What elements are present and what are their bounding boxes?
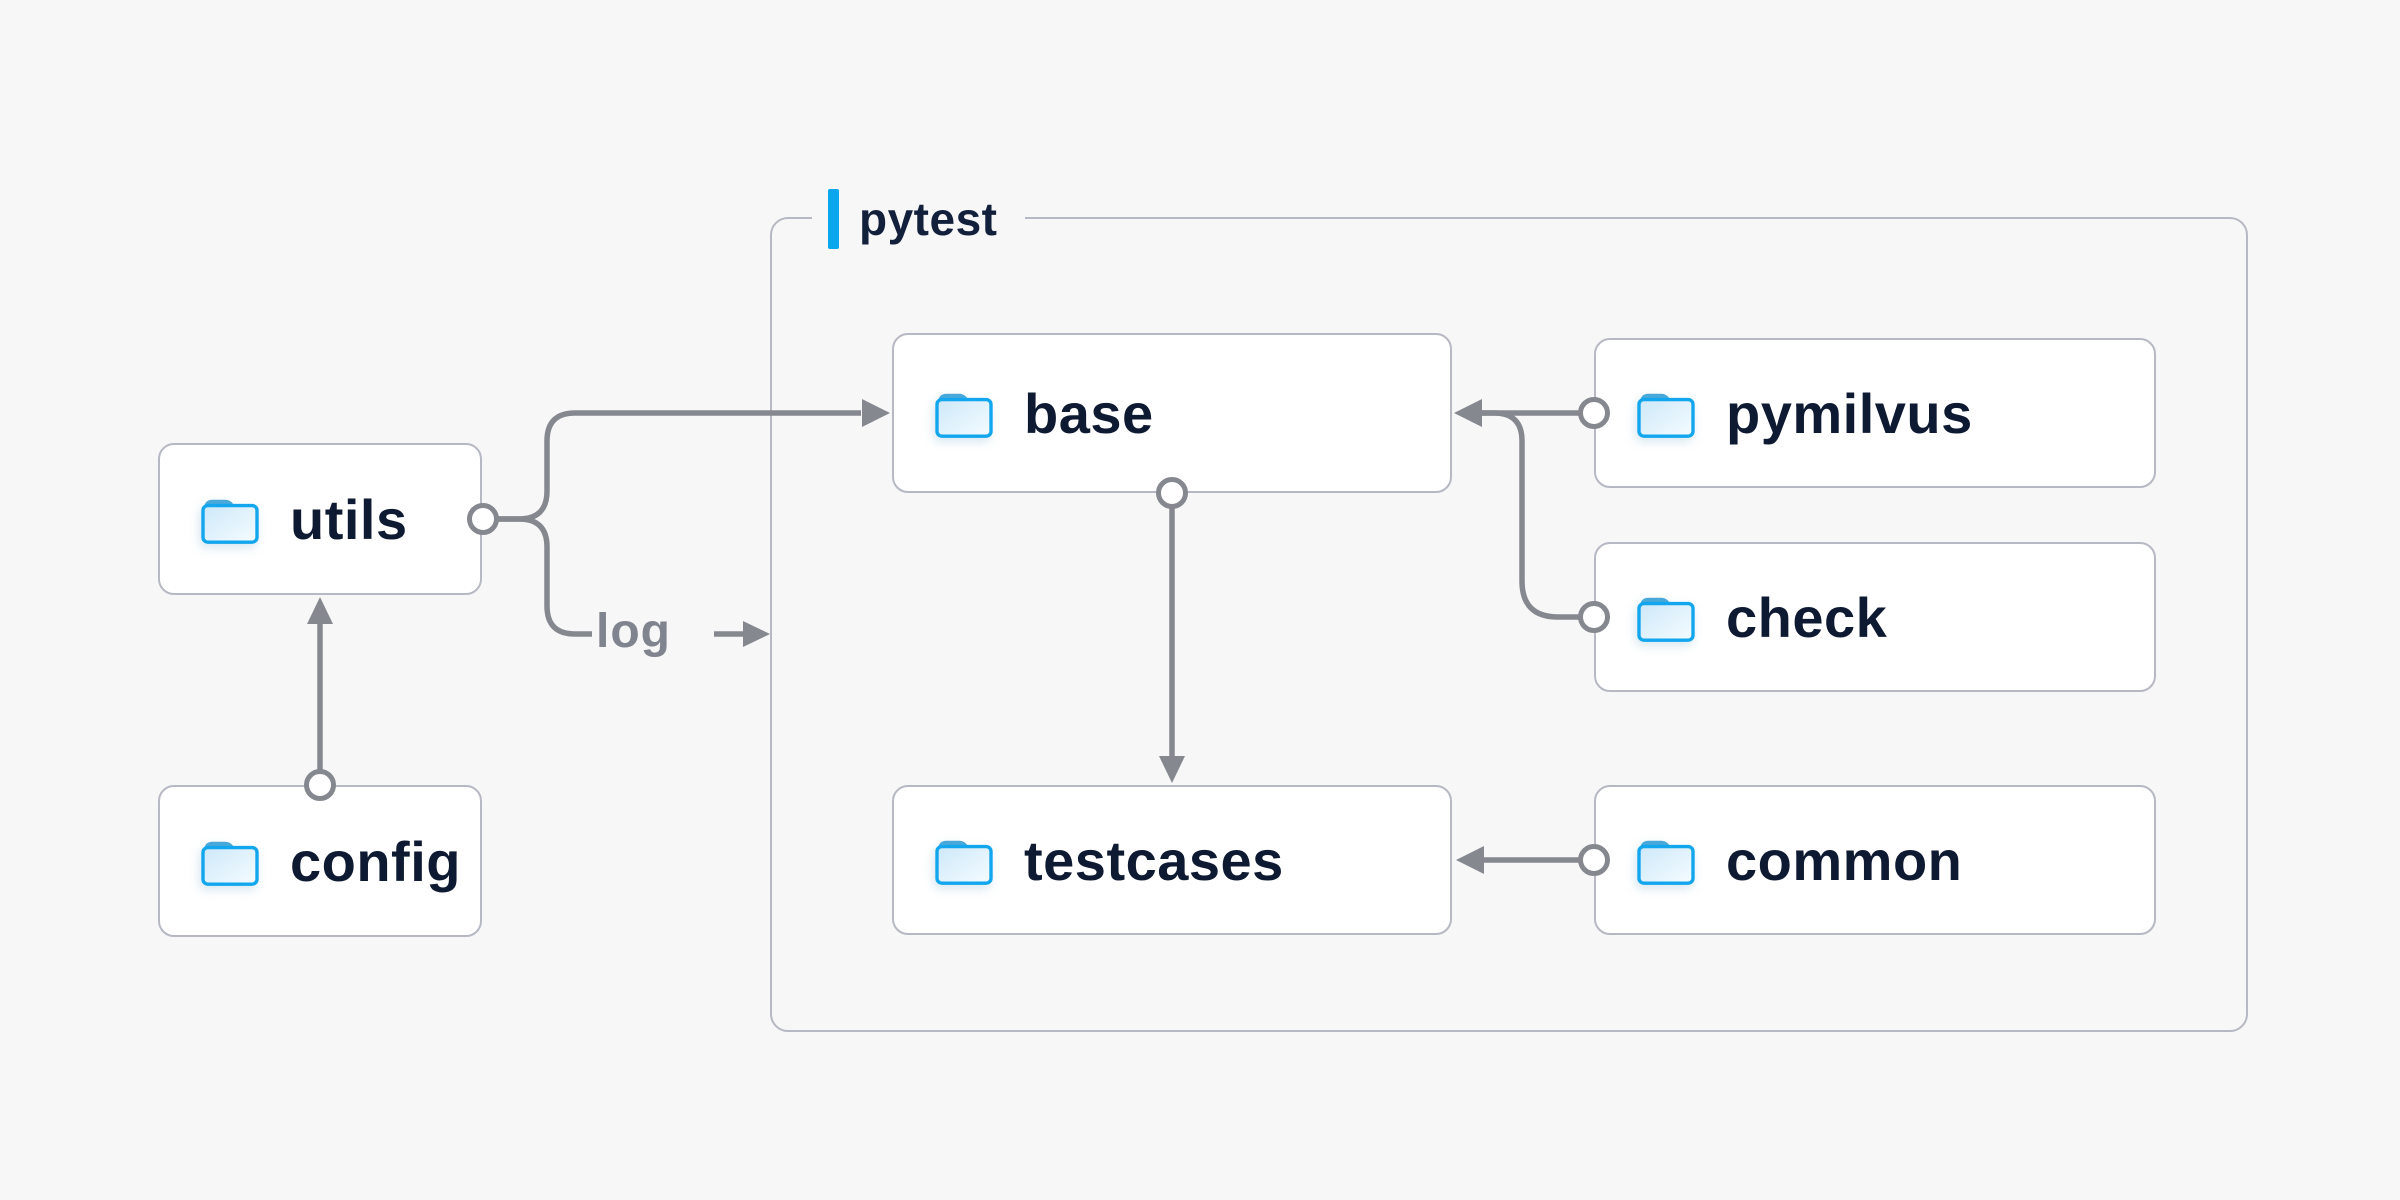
node-pymilvus: pymilvus [1594, 338, 2156, 488]
folder-icon [935, 393, 993, 438]
node-utils: utils [158, 443, 482, 595]
folder-icon [1637, 393, 1695, 438]
node-pymilvus-label: pymilvus [1726, 381, 1973, 445]
node-config-label: config [290, 829, 461, 893]
folder-icon [1637, 597, 1695, 642]
folder-icon [201, 499, 259, 544]
node-common-label: common [1726, 828, 1963, 892]
node-utils-label: utils [290, 487, 408, 551]
pytest-group-title: pytest [859, 193, 998, 245]
pytest-group: pytest [770, 185, 2248, 1032]
edge-label-log: log [596, 605, 671, 658]
folder-icon [1637, 840, 1695, 885]
node-check: check [1594, 542, 2156, 692]
edge-config-to-utils [304, 597, 336, 801]
node-testcases-label: testcases [1024, 828, 1284, 892]
folder-icon [201, 841, 259, 886]
node-testcases: testcases [892, 785, 1452, 935]
node-check-label: check [1726, 585, 1888, 649]
node-config: config [158, 785, 482, 937]
node-base-label: base [1024, 381, 1154, 445]
pytest-group-label: pytest [812, 185, 1026, 253]
node-common: common [1594, 785, 2156, 935]
accent-bar [828, 189, 839, 249]
node-base: base [892, 333, 1452, 493]
folder-icon [935, 840, 993, 885]
